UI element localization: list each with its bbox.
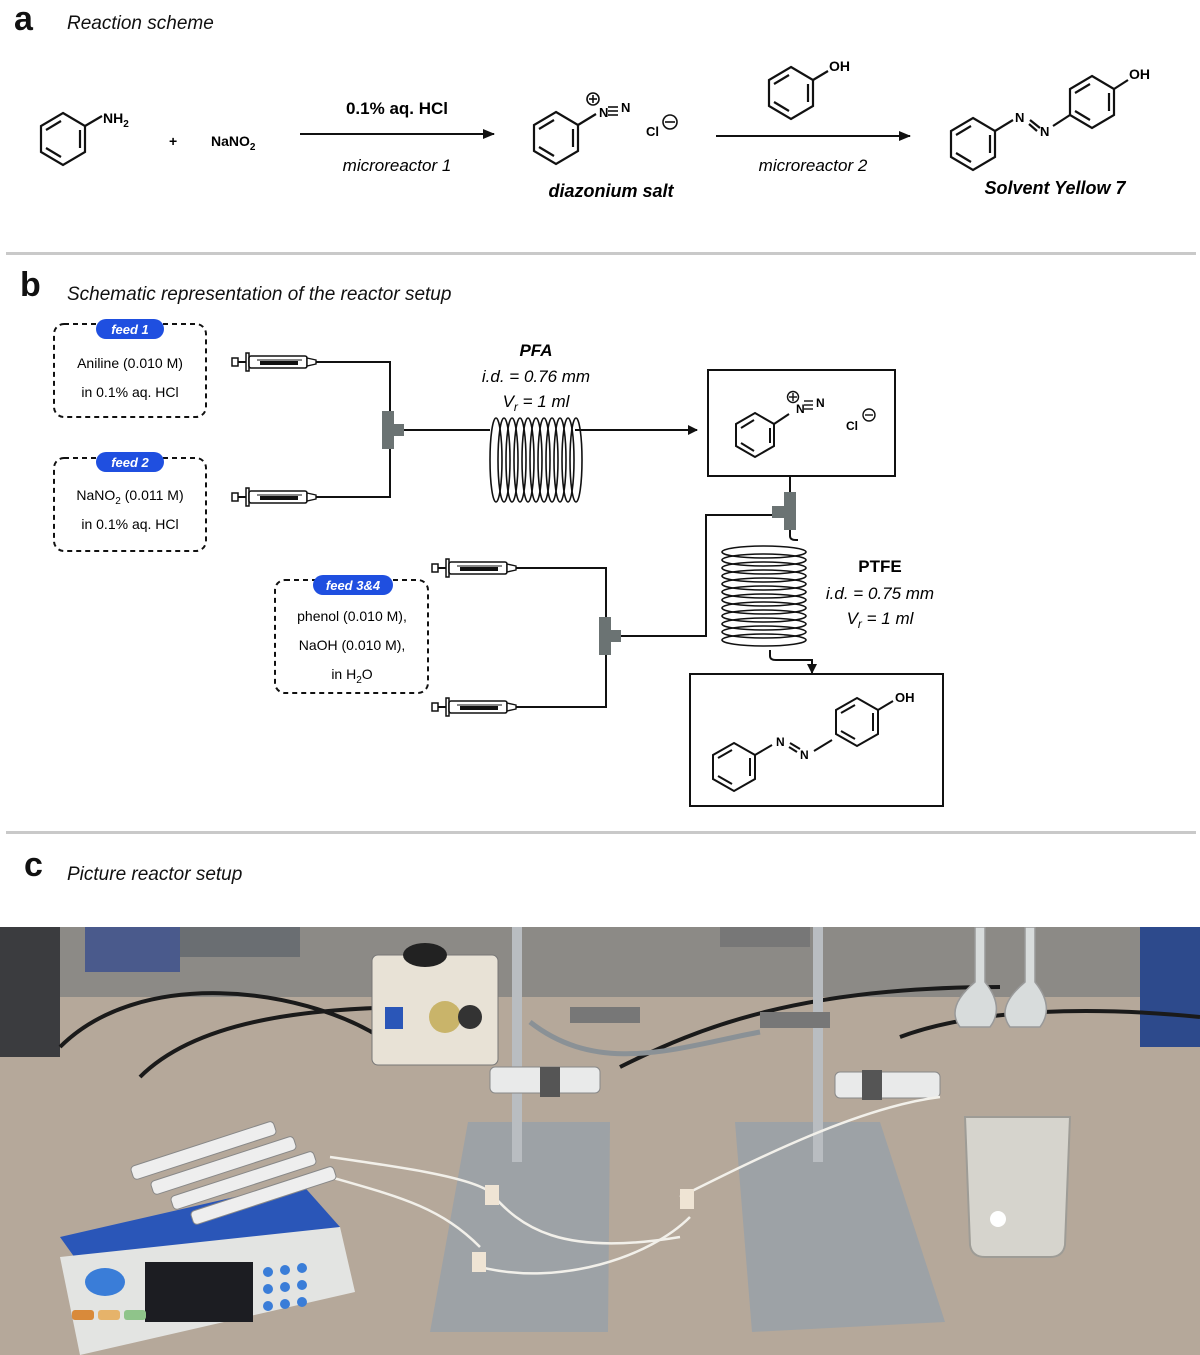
reactor-photo	[0, 927, 1200, 1355]
pfa-coil	[489, 417, 583, 503]
ptfe-title: PTFE	[858, 557, 901, 576]
box1-chloride: Cl	[846, 419, 858, 433]
arrow2-condition: microreactor 2	[759, 156, 868, 175]
box1-n1: N	[796, 402, 805, 416]
pfa-volume: Vr = 1 ml	[503, 392, 571, 414]
diazonium-n2: N	[621, 100, 630, 115]
box2-n1: N	[776, 735, 785, 749]
feed34-line3: in H2O	[331, 666, 372, 686]
syringe-feed4	[431, 697, 517, 717]
reactor-schematic: feed 1 Aniline (0.010 M) in 0.1% aq. HCl…	[53, 319, 944, 807]
t-connector-3	[599, 617, 621, 655]
box2-oh: OH	[895, 690, 915, 705]
feed34-tag	[313, 575, 393, 595]
aniline-structure	[39, 111, 103, 167]
box1-n2: N	[816, 396, 825, 410]
divider-ab	[6, 252, 1196, 255]
pfa-id: i.d. = 0.76 mm	[482, 367, 590, 386]
nano2-label: NaNO2	[211, 133, 256, 153]
arrow1-condition: microreactor 1	[343, 156, 452, 175]
feed1-line1: Aniline (0.010 M)	[77, 355, 183, 371]
panel-a-letter: a	[14, 0, 33, 38]
product-box	[689, 673, 944, 807]
plus-sign: +	[169, 133, 177, 149]
feed2-tag-text: feed 2	[111, 455, 149, 470]
product-n1: N	[1015, 110, 1024, 125]
box2-n2: N	[800, 748, 809, 762]
feed2-line1: NaNO2 (0.011 M)	[76, 487, 183, 507]
syringe-feed1	[231, 352, 317, 372]
feed2-tag	[96, 452, 164, 472]
aniline-nh2-label: NH2	[103, 110, 129, 130]
feed34-tag-text: feed 3&4	[326, 578, 381, 593]
t-connector-2	[772, 492, 796, 530]
t-connector-1	[382, 411, 404, 449]
divider-bc	[6, 831, 1196, 834]
feed2-line2: in 0.1% aq. HCl	[81, 516, 178, 532]
diazonium-salt-caption: diazonium salt	[548, 181, 674, 201]
phenol-oh-label: OH	[829, 58, 850, 74]
pfa-title: PFA	[519, 341, 552, 360]
panel-b-title: Schematic representation of the reactor …	[67, 284, 452, 305]
product-caption: Solvent Yellow 7	[984, 178, 1126, 198]
feed1-line2: in 0.1% aq. HCl	[81, 384, 178, 400]
box1-structure	[735, 390, 876, 459]
feed1-tag-text: feed 1	[111, 322, 149, 337]
ptfe-id: i.d. = 0.75 mm	[826, 584, 934, 603]
panel-b-letter: b	[20, 266, 41, 304]
product-n2: N	[1040, 124, 1049, 139]
feed34-line2: NaOH (0.010 M),	[299, 637, 406, 653]
arrow1-reagent: 0.1% aq. HCl	[346, 99, 448, 118]
panel-a-title: Reaction scheme	[67, 13, 214, 34]
product-oh-label: OH	[1129, 66, 1150, 82]
panel-c-title: Picture reactor setup	[67, 864, 243, 885]
syringe-feed3	[431, 558, 517, 578]
chloride-label: Cl	[646, 124, 659, 139]
ptfe-coil	[721, 545, 807, 647]
feed34-line1: phenol (0.010 M),	[297, 608, 407, 624]
panel-c-letter: c	[24, 846, 43, 884]
reaction-scheme: NH2 + NaNO2 0.1% aq. HCl microreactor 1 …	[39, 58, 1150, 201]
syringe-feed2	[231, 487, 317, 507]
box2-structure	[712, 696, 894, 793]
diazonium-n1: N	[599, 105, 608, 120]
feed1-tag	[96, 319, 164, 339]
product-structure	[949, 74, 1129, 172]
ptfe-volume: Vr = 1 ml	[847, 609, 915, 631]
diazonium-structure	[532, 92, 678, 166]
phenol-structure	[767, 65, 829, 121]
